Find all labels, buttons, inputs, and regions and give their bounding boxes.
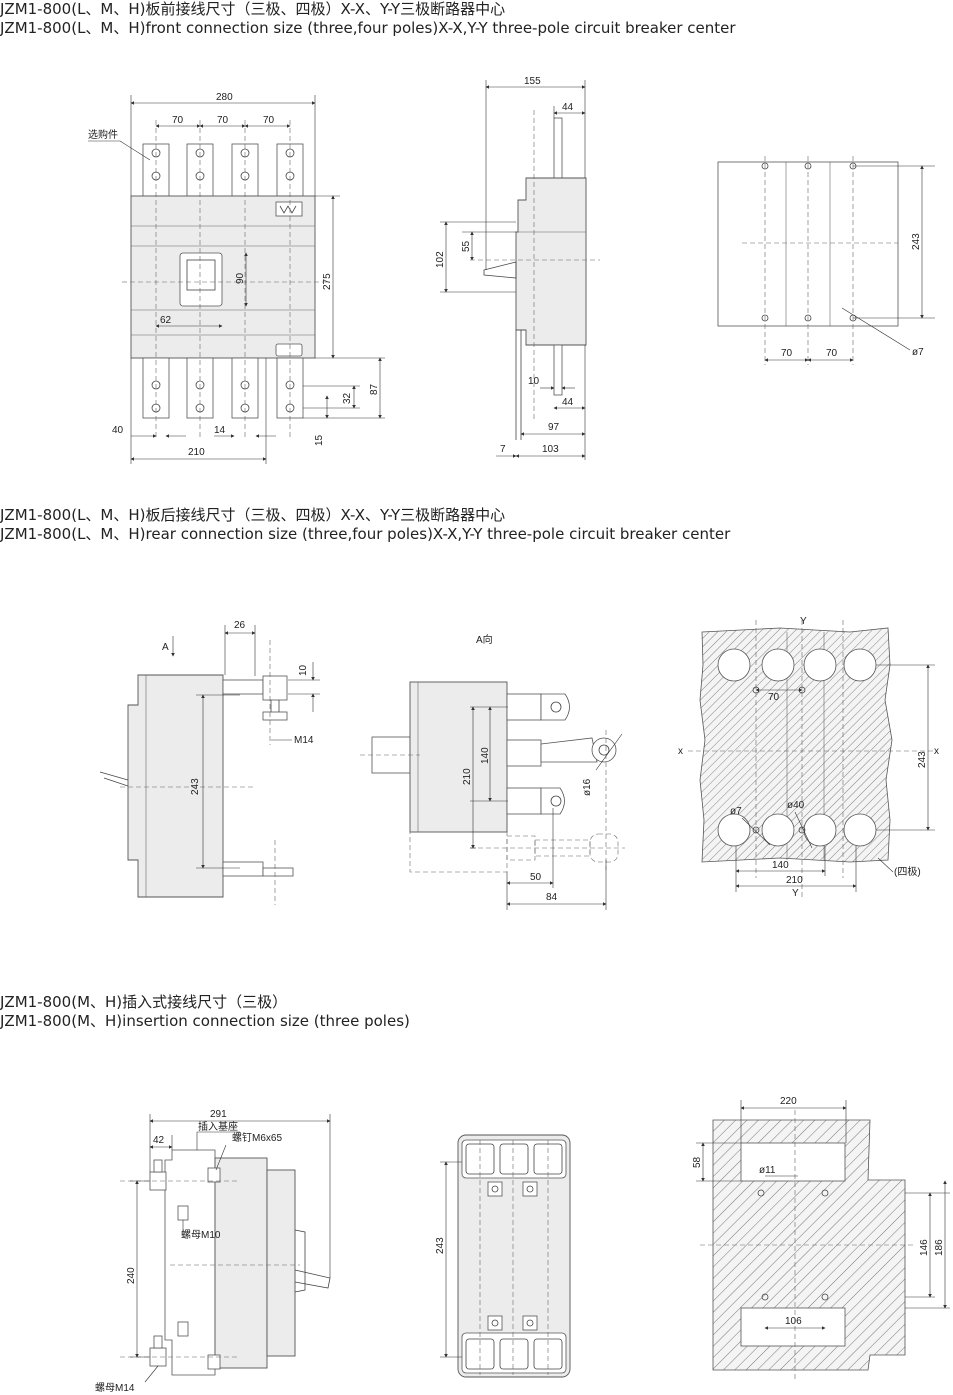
dim-10: 10: [528, 376, 540, 387]
dim-243: 243: [435, 1237, 446, 1254]
dim-58: 58: [692, 1156, 703, 1168]
dim-275: 275: [322, 273, 333, 290]
section-1-title-cn: JZM1-800(L、M、H)板前接线尺寸（三极、四极）X-X、Y-Y三极断路器…: [0, 0, 506, 18]
dim-210: 210: [786, 875, 803, 886]
section-3-title-en: JZM1-800(M、H)insertion connection size (…: [0, 1012, 410, 1030]
dim-220: 220: [780, 1096, 797, 1107]
rear-connection-drawing: A 26 10 M14 243 A向: [99, 616, 939, 910]
insertion-connection-drawing: 291 42 插入基座 螺钉M6x65 螺母M10 240 螺母M14: [95, 1096, 950, 1394]
dim-210: 210: [462, 768, 473, 785]
section-3-caption: JZM1-800(M、H)插入式接线尺寸（三极） JZM1-800(M、H)in…: [0, 993, 410, 1031]
dim-32: 32: [342, 392, 353, 404]
dim-50: 50: [530, 872, 542, 883]
dim-102: 102: [435, 251, 446, 268]
dim-70-b: 70: [217, 115, 229, 126]
dim-44-bottom: 44: [562, 397, 574, 408]
label-y-top: Y: [800, 616, 807, 627]
dim-7: 7: [500, 444, 506, 455]
label-optional-part: 选购件: [88, 128, 118, 141]
section-1-title-en: JZM1-800(L、M、H)front connection size (th…: [0, 19, 736, 37]
label-y-bottom: Y: [792, 888, 799, 899]
label-x-left: x: [678, 746, 683, 757]
label-four-pole: (四极): [894, 865, 921, 878]
front-mounting-plate: 243 70 70 ø7: [717, 156, 935, 365]
label-view-a: A向: [476, 633, 493, 646]
dim-280: 280: [216, 92, 233, 103]
dim-140: 140: [480, 747, 491, 764]
dim-106: 106: [785, 1316, 802, 1327]
dim-155: 155: [524, 76, 541, 87]
dim-55: 55: [461, 240, 472, 252]
dim-phi40: ø40: [787, 800, 805, 811]
label-nut-m10: 螺母M10: [181, 1229, 221, 1241]
label-m14: M14: [294, 735, 314, 746]
dim-243: 243: [190, 778, 201, 795]
dim-146: 146: [919, 1239, 930, 1256]
rear-a-dimensions: 140 210 ø16 50 84: [462, 706, 623, 910]
dim-186: 186: [934, 1239, 945, 1256]
dim-40: 40: [112, 425, 124, 436]
rear-side-view: A: [99, 636, 294, 905]
label-screw-m6x65: 螺钉M6x65: [232, 1132, 282, 1144]
dim-phi7: ø7: [730, 806, 742, 817]
section-2-title-en: JZM1-800(L、M、H)rear connection size (thr…: [0, 525, 731, 543]
dim-243: 243: [917, 751, 928, 768]
dim-87: 87: [369, 383, 380, 395]
dim-210: 210: [188, 447, 205, 458]
dim-70-a: 70: [172, 115, 184, 126]
dim-70: 70: [768, 692, 780, 703]
dim-70-c: 70: [263, 115, 275, 126]
label-x-right: x: [934, 746, 939, 757]
insertion-side-dimensions: 291 42 插入基座 螺钉M6x65 螺母M10 240 螺母M14: [95, 1109, 331, 1394]
front-side-view: [470, 110, 600, 440]
insertion-side-view: [120, 1149, 331, 1376]
dim-10: 10: [298, 664, 309, 676]
dim-14: 14: [214, 425, 226, 436]
dim-70-a: 70: [781, 348, 793, 359]
top-terminals: [142, 143, 304, 197]
dim-103: 103: [542, 444, 559, 455]
dim-15: 15: [314, 434, 325, 446]
dim-97: 97: [548, 422, 560, 433]
dim-291: 291: [210, 1109, 227, 1120]
insertion-front-view: 243: [435, 1134, 571, 1378]
dim-26: 26: [234, 620, 246, 631]
dim-phi16: ø16: [582, 778, 593, 796]
section-2-caption: JZM1-800(L、M、H)板后接线尺寸（三极、四极）X-X、Y-Y三极断路器…: [0, 506, 730, 544]
dim-phi7: ø7: [912, 347, 924, 358]
dim-90: 90: [235, 272, 246, 284]
rear-side-dimensions: 26 10 M14 243: [190, 620, 320, 869]
section-2-title-cn: JZM1-800(L、M、H)板后接线尺寸（三极、四极）X-X、Y-Y三极断路器…: [0, 506, 506, 524]
rear-a-view: A向: [360, 633, 625, 873]
dim-62: 62: [160, 315, 172, 326]
section-1-caption: JZM1-800(L、M、H)板前接线尺寸（三极、四极）X-X、Y-Y三极断路器…: [0, 0, 736, 38]
dim-70-b: 70: [826, 348, 838, 359]
section-3-title-cn: JZM1-800(M、H)插入式接线尺寸（三极）: [0, 993, 288, 1011]
dim-84: 84: [546, 892, 558, 903]
dim-243: 243: [911, 233, 922, 250]
label-arrow-a: A: [162, 642, 169, 653]
front-connection-drawing: 280 70 70 70 选购件 90 62 275 87 32 15 40 1…: [88, 76, 935, 464]
front-side-dimensions: 155 44 102 55 10 44 97 7 103: [435, 76, 586, 460]
label-insertion-base: 插入基座: [198, 1120, 238, 1133]
rear-panel-cutout: Y Y x x 70 243 ø7 ø40 140 210 (四极): [678, 616, 939, 899]
label-nut-m14: 螺母M14: [95, 1382, 135, 1394]
insertion-panel-cutout: 220 58 ø11 146 186 106: [692, 1096, 950, 1380]
front-view-dimensions: 280 70 70 70 选购件 90 62 275 87 32 15 40 1…: [88, 92, 385, 464]
dim-240: 240: [126, 1267, 137, 1284]
dim-phi11: ø11: [759, 1165, 776, 1176]
bottom-terminals: [142, 357, 304, 419]
front-view-breaker: [122, 120, 330, 440]
dim-44-top: 44: [562, 102, 574, 113]
dim-140: 140: [772, 860, 789, 871]
dim-42: 42: [153, 1135, 165, 1146]
